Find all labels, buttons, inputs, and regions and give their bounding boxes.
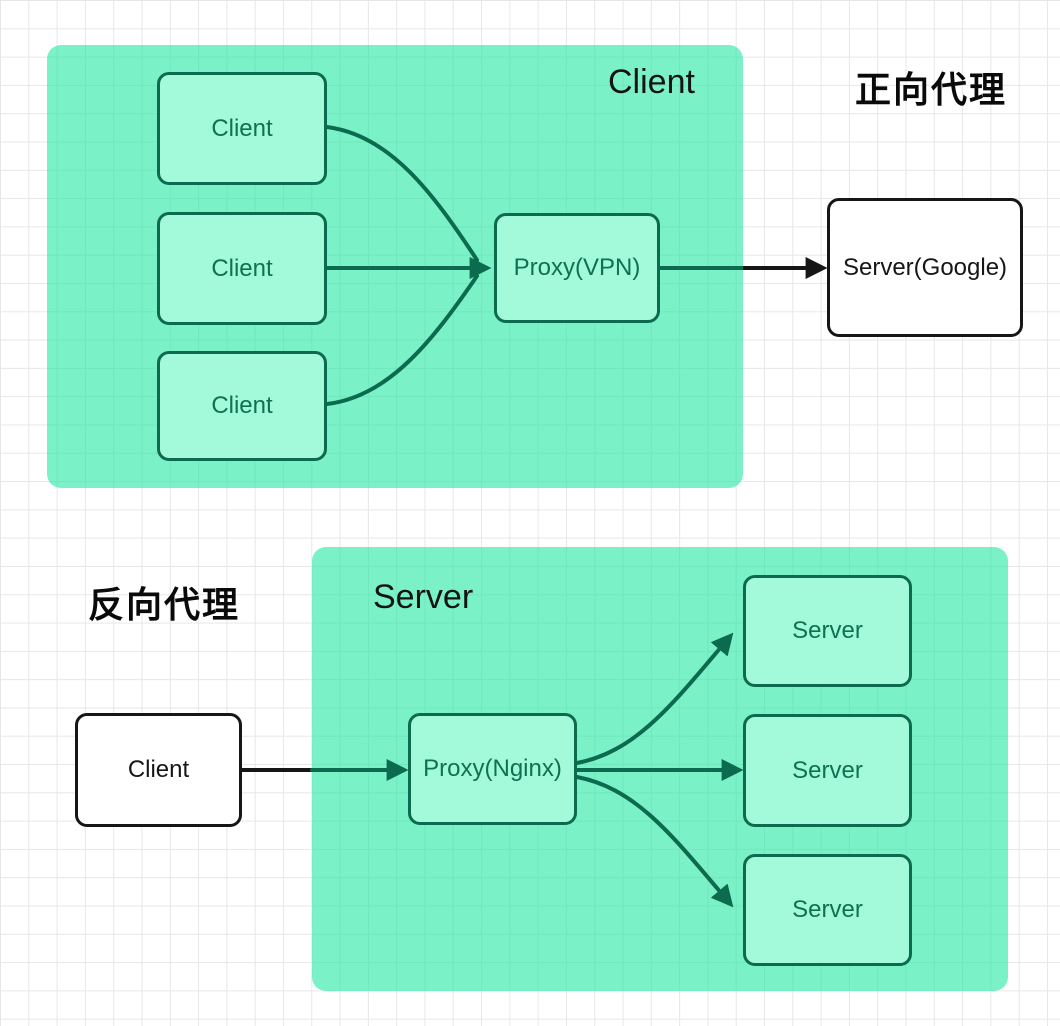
server-google-box: Server(Google) [827, 198, 1023, 337]
client-box-1: Client [157, 72, 327, 185]
server-box-1: Server [743, 575, 912, 687]
client-box-2: Client [157, 212, 327, 325]
client-box-3: Client [157, 351, 327, 461]
forward-container-title: Client [608, 63, 695, 101]
forward-proxy-label: 正向代理 [855, 69, 1008, 110]
proxy-nginx-box: Proxy(Nginx) [408, 713, 577, 825]
reverse-proxy-label: 反向代理 [88, 584, 241, 625]
reverse-client-box: Client [75, 713, 242, 827]
reverse-container-title: Server [373, 578, 474, 616]
server-box-3: Server [743, 854, 912, 966]
server-box-2: Server [743, 714, 912, 827]
proxy-vpn-box: Proxy(VPN) [494, 213, 660, 323]
